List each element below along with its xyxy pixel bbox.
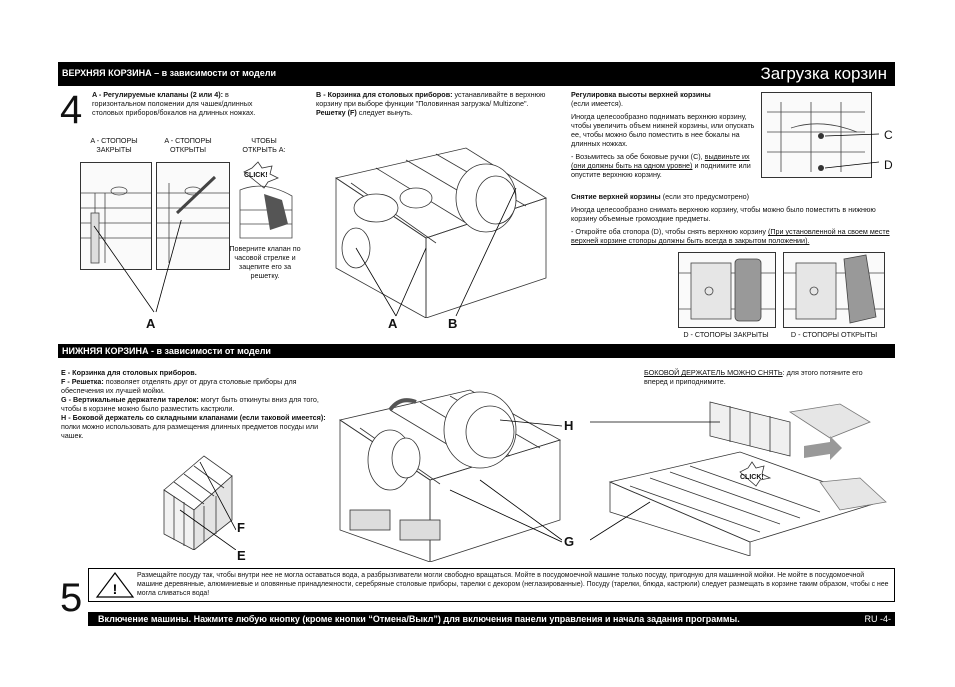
rotate-instruction: Поверните клапан по часовой стрелке и за…: [229, 244, 301, 280]
cutlery-basket-illustration: [160, 450, 236, 550]
lower-description: E - Корзинка для столовых приборов. F - …: [61, 368, 337, 440]
a-closed-caption: A - СТОПОРЫ ЗАКРЫТЫ: [90, 136, 138, 154]
height-action: - Возьмитесь за обе боковые ручки (C), в…: [571, 152, 759, 179]
a-closed-illustration: [80, 162, 152, 270]
a-open-caption: A - СТОПОРЫ ОТКРЫТЫ: [164, 136, 212, 154]
f-desc: F - Решетка: позволяет отделять друг от …: [61, 377, 337, 395]
height-adjust-illustration: [761, 92, 881, 178]
lower-section-bar: НИЖНЯЯ КОРЗИНА - в зависимости от модели: [58, 344, 895, 358]
footer-text: Включение машины. Нажмите любую кнопку (…: [98, 614, 740, 624]
label-h: H: [564, 418, 574, 433]
page-title: Загрузка корзин: [760, 64, 888, 83]
step-number-5: 5: [60, 576, 83, 620]
a-open-illustration: [156, 162, 230, 270]
footer-page-number: -4-: [880, 614, 891, 624]
step-number-4: 4: [60, 88, 83, 132]
d-open-caption: D - СТОПОРЫ ОТКРЫТЫ: [790, 330, 878, 339]
lower-section-title: НИЖНЯЯ КОРЗИНА - в зависимости от модели: [62, 346, 271, 356]
b-title: B - Корзинка для столовых приборов:: [316, 90, 453, 99]
a-text: в горизонтальном положении для чашек/дли…: [92, 90, 256, 117]
height-action-pre: - Возьмитесь за обе боковые ручки (C),: [571, 152, 703, 161]
click-illustration: CLICK!: [234, 160, 296, 240]
click-text-lower: CLICK!: [740, 474, 764, 481]
label-b: B: [448, 316, 458, 331]
a-description: A - Регулируемые клапаны (2 или 4): в го…: [92, 90, 272, 117]
label-d: D: [884, 158, 893, 172]
b-description: B - Корзинка для столовых приборов: уста…: [316, 90, 546, 117]
f-title: F - Решетка:: [61, 377, 104, 386]
side-holder-text: : для этого потяните его вперед и припод…: [644, 368, 863, 386]
upper-section-bar: ВЕРХНЯЯ КОРЗИНА – в зависимости от модел…: [58, 62, 895, 86]
warning-icon: !: [95, 572, 135, 598]
footer-lang: RU: [864, 614, 878, 624]
height-action-post: и поднимите или опустите верхнюю корзину…: [571, 161, 751, 179]
remove-heading: Снятие верхней корзины (если это предусм…: [571, 192, 895, 201]
remove-title: Снятие верхней корзины: [571, 192, 661, 201]
height-adjust-block: Регулировка высоты верхней корзины (если…: [571, 90, 759, 179]
h-subtitle: (если таковой имеется):: [239, 413, 326, 422]
e-title: E - Корзинка для столовых приборов.: [61, 368, 197, 377]
side-holder-illustration: CLICK!: [590, 392, 890, 556]
b-text: устанавливайте в верхнюю корзину при выб…: [316, 90, 546, 108]
upper-section-title: ВЕРХНЯЯ КОРЗИНА – в зависимости от модел…: [62, 68, 277, 78]
label-a: A: [146, 316, 156, 331]
remove-action-pre: - Откройте оба стопора (D), чтобы снять …: [571, 227, 766, 236]
height-title: Регулировка высоты верхней корзины: [571, 90, 711, 99]
label-f: F: [237, 520, 245, 535]
height-subtitle: (если имеется).: [571, 99, 623, 108]
remove-action: - Откройте оба стопора (D), чтобы снять …: [571, 227, 895, 245]
warning-text: Размещайте посуду так, чтобы внутри нее …: [137, 572, 889, 597]
side-holder-note: БОКОВОЙ ДЕРЖАТЕЛЬ МОЖНО СНЯТЬ: для этого…: [644, 368, 884, 386]
to-open-caption: ЧТОБЫ ОТКРЫТЬ A:: [242, 136, 286, 154]
svg-text:!: !: [113, 581, 118, 597]
a-leader-lines: [93, 220, 182, 313]
d-closed-illustration: [678, 252, 776, 328]
remove-subtitle: (если это предусмотрено): [662, 192, 750, 201]
height-text: Иногда целесообразно поднимать верхнюю к…: [571, 112, 755, 148]
click-text: CLICK!: [244, 172, 268, 179]
label-c: C: [884, 128, 893, 142]
upper-basket-illustration: [316, 128, 552, 318]
label-g: G: [564, 534, 575, 549]
f-text: позволяет отделять друг от друга столовы…: [61, 377, 297, 395]
f-grid-label: Решетку (F): [316, 108, 357, 117]
lower-basket-illustration: [330, 380, 562, 562]
label-e: E: [237, 548, 246, 563]
label-a2: A: [388, 316, 398, 331]
d-closed-caption: D - СТОПОРЫ ЗАКРЫТЫ: [683, 330, 769, 339]
h-title: H - Боковой держатель со складными клапа…: [61, 413, 238, 422]
a-title: A - Регулируемые клапаны (2 или 4):: [92, 90, 223, 99]
footer-bar: Включение машины. Нажмите любую кнопку (…: [88, 612, 895, 626]
f-grid-text: следует вынуть.: [358, 108, 413, 117]
g-desc: G - Вертикальные держатели тарелок: могу…: [61, 395, 337, 413]
h-text: полки можно использовать для размещения …: [61, 422, 319, 440]
g-text: могут быть откинуты вниз для того, чтобы…: [61, 395, 319, 413]
warning-box: ! Размещайте посуду так, чтобы внутри не…: [88, 568, 895, 602]
height-action-underlined: выдвиньте их (они должны быть на одном у…: [571, 152, 750, 170]
g-title: G - Вертикальные держатели тарелок:: [61, 395, 199, 404]
remove-text: Иногда целесообразно снимать верхнюю кор…: [571, 205, 876, 223]
footer-page: RU -4-: [864, 612, 891, 626]
remove-action-underlined: (При установленной на своем месте верхне…: [571, 227, 890, 245]
d-open-illustration: [783, 252, 885, 328]
remove-basket-block: Снятие верхней корзины (если это предусм…: [571, 192, 895, 245]
side-holder-underlined: БОКОВОЙ ДЕРЖАТЕЛЬ МОЖНО СНЯТЬ: [644, 368, 783, 377]
h-desc: H - Боковой держатель со складными клапа…: [61, 413, 337, 440]
